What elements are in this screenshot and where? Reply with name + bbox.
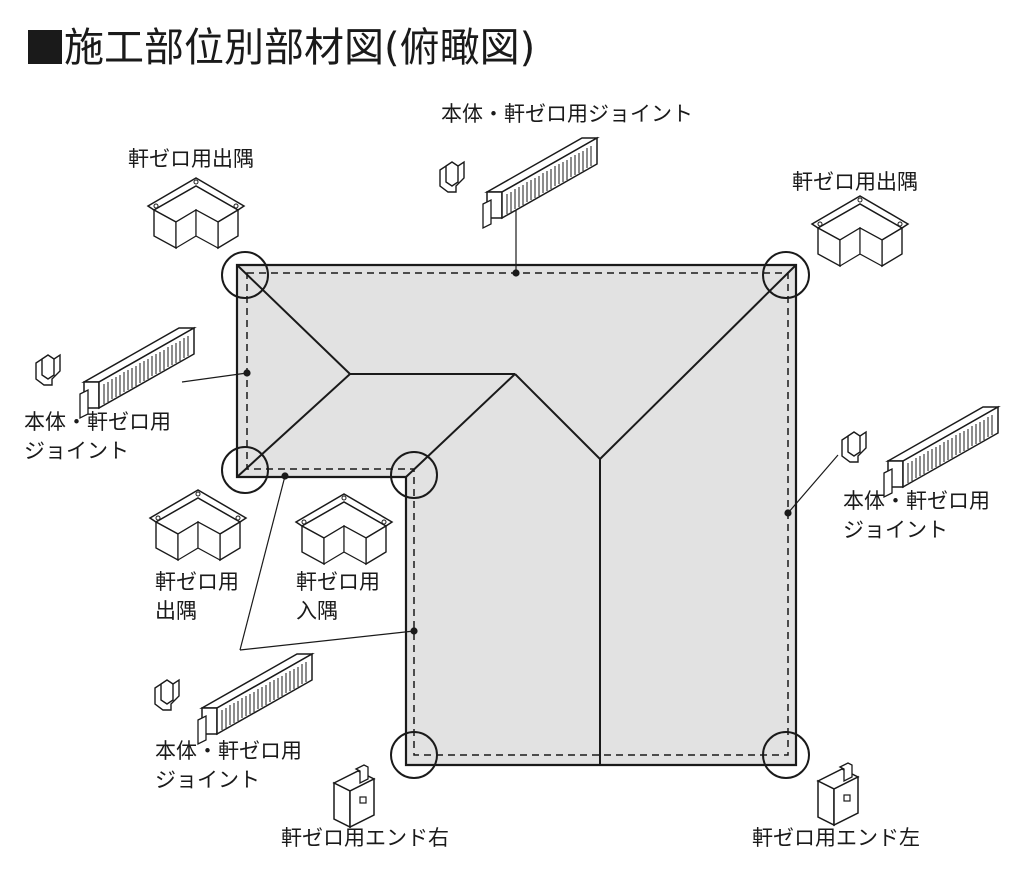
label-left-joint-line1: 本体・軒ゼロ用 bbox=[24, 410, 171, 434]
clip-bottom-icon bbox=[154, 679, 180, 711]
label-end-right: 軒ゼロ用エンド右 bbox=[281, 826, 449, 850]
label-bottom-joint-line1: 本体・軒ゼロ用 bbox=[155, 739, 302, 763]
label-right-joint-line1: 本体・軒ゼロ用 bbox=[843, 489, 990, 513]
page-title: 施工部位別部材図(俯瞰図) bbox=[28, 20, 535, 76]
corner-piece-top-right-icon bbox=[811, 195, 909, 267]
label-inner-outer-corner-line1: 軒ゼロ用 bbox=[155, 570, 239, 594]
label-top-center: 本体・軒ゼロ用ジョイント bbox=[441, 102, 693, 126]
label-top-right: 軒ゼロ用出隅 bbox=[792, 170, 918, 194]
joint-bar-top-icon bbox=[482, 137, 598, 229]
corner-piece-inner-left-icon bbox=[149, 489, 247, 561]
ridge-lines bbox=[236, 264, 797, 765]
joint-bar-bottom-icon bbox=[197, 653, 313, 745]
inner-corner-piece-icon bbox=[295, 493, 393, 565]
joint-bar-right-icon bbox=[883, 406, 999, 498]
corner-piece-top-left-icon bbox=[147, 177, 245, 249]
label-inner-outer-corner-line2: 出隅 bbox=[155, 599, 197, 623]
label-right-joint-line2: ジョイント bbox=[843, 518, 948, 542]
label-bottom-joint-line2: ジョイント bbox=[155, 768, 260, 792]
page-title-text: 施工部位別部材図(俯瞰図) bbox=[64, 25, 536, 71]
leader-lines bbox=[181, 210, 839, 651]
joint-bar-left-icon bbox=[79, 327, 195, 419]
label-left-joint-line2: ジョイント bbox=[24, 439, 129, 463]
label-inner-corner-line2: 入隅 bbox=[296, 599, 338, 623]
clip-right-icon bbox=[841, 431, 867, 463]
end-cap-left-icon bbox=[817, 762, 859, 826]
label-top-left: 軒ゼロ用出隅 bbox=[128, 147, 254, 171]
label-end-left: 軒ゼロ用エンド左 bbox=[752, 826, 920, 850]
square-bullet-icon bbox=[28, 30, 62, 64]
end-cap-right-icon bbox=[333, 764, 375, 828]
clip-top-icon bbox=[439, 161, 465, 193]
corner-markers bbox=[221, 251, 810, 779]
clip-left-icon bbox=[35, 354, 61, 386]
label-inner-corner-line1: 軒ゼロ用 bbox=[296, 570, 380, 594]
